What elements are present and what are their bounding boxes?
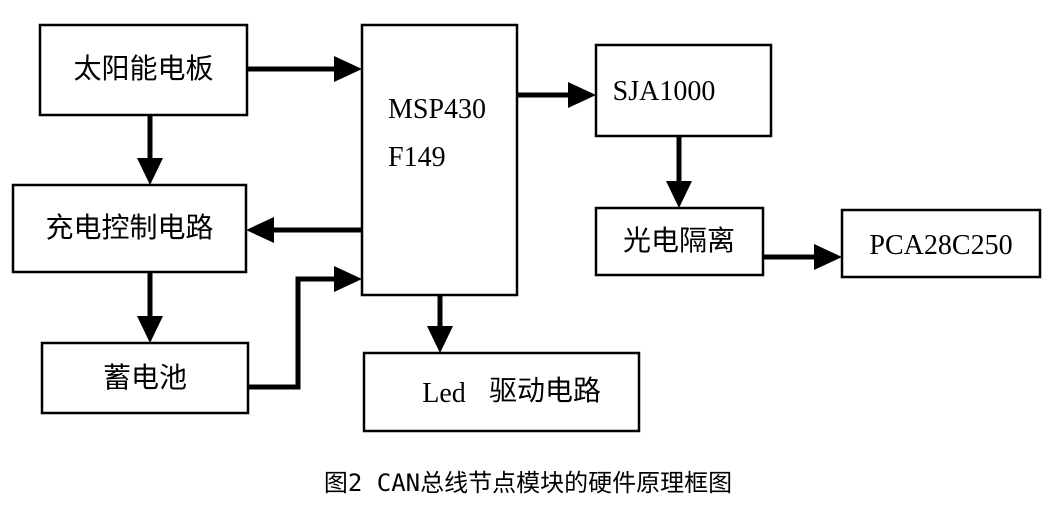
charge-control-box xyxy=(11,183,248,274)
opto-isolation-box xyxy=(594,206,765,277)
charge-control-label: 充电控制电路 xyxy=(45,211,213,244)
opto-isolation-label: 光电隔离 xyxy=(623,224,735,257)
arrow-opto-to-transceiver xyxy=(763,244,842,270)
arrow-battery-to-mcu xyxy=(248,266,362,390)
figure-caption: 图2 CAN总线节点模块的硬件原理框图 xyxy=(324,469,732,497)
mcu-label-line2: F149 xyxy=(388,142,446,173)
mcu-box xyxy=(360,23,519,297)
transceiver-label: PCA28C250 xyxy=(869,230,1012,261)
arrow-mcu-to-sja1000 xyxy=(517,82,596,108)
arrow-solar-to-charge xyxy=(137,115,163,185)
sja1000-label: SJA1000 xyxy=(613,76,716,107)
mcu-label-line1: MSP430 xyxy=(388,94,486,125)
battery-box xyxy=(40,341,250,415)
led-driver-label-en: Led xyxy=(422,378,466,409)
arrow-sja1000-to-opto xyxy=(666,136,692,208)
led-driver-label-zh: 驱动电路 xyxy=(489,374,601,407)
arrow-charge-to-battery xyxy=(137,272,163,343)
led-driver-box xyxy=(362,351,641,433)
transceiver-box xyxy=(840,208,1042,279)
arrow-mcu-to-led-driver xyxy=(427,295,453,353)
solar-panel-label: 太阳能电板 xyxy=(73,52,213,85)
arrow-mcu-to-charge xyxy=(246,217,362,243)
solar-panel-box xyxy=(38,23,249,117)
arrow-solar-to-mcu xyxy=(247,56,362,82)
sja1000-box xyxy=(594,43,773,138)
battery-label: 蓄电池 xyxy=(103,361,187,394)
